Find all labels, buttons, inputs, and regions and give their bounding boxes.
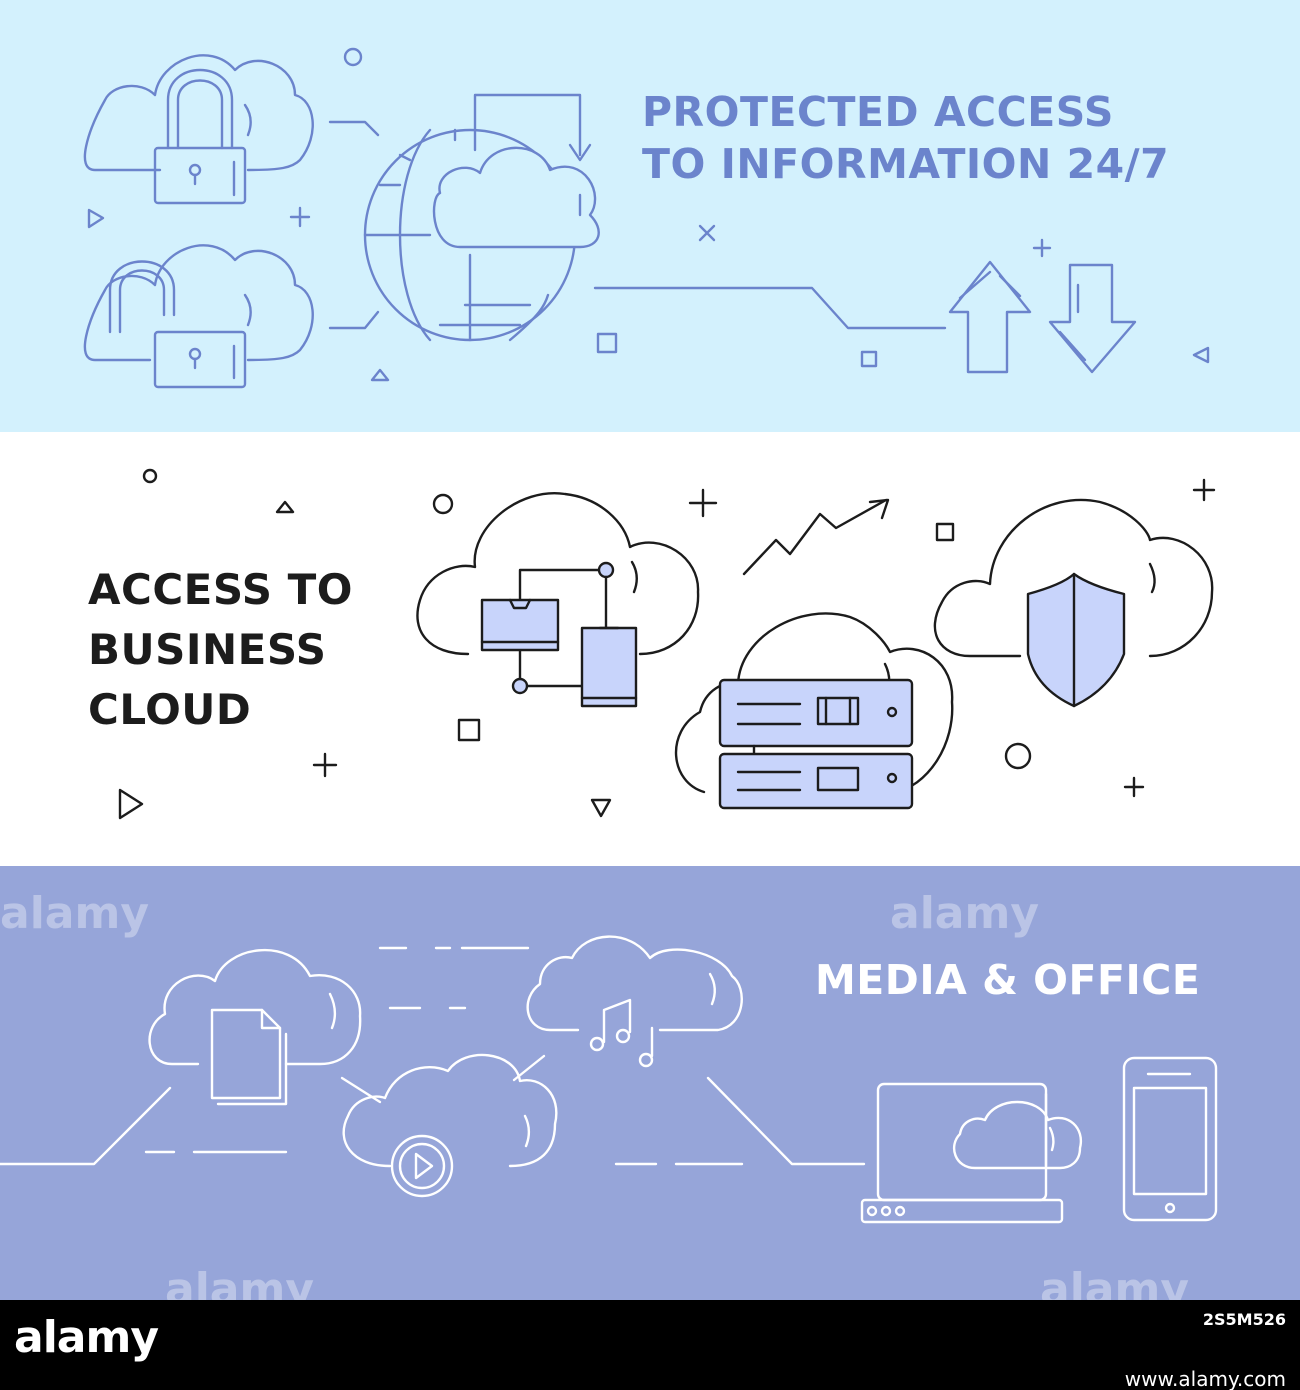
download-arrow-icon <box>1048 263 1137 374</box>
watermark: alamy <box>890 888 1039 939</box>
headline-line: BUSINESS <box>88 625 327 674</box>
banner-media-office-illustration <box>0 935 1218 1224</box>
unlocked-cloud-icon <box>83 244 314 389</box>
cloud-network-icon <box>416 492 700 708</box>
headline-line: MEDIA & OFFICE <box>815 956 1201 1004</box>
banner-media-office-headline: MEDIA & OFFICE <box>815 954 1200 1006</box>
banner-protected-access-headline: PROTECTED ACCESS TO INFORMATION 24/7 <box>642 86 1169 190</box>
upload-arrow-icon <box>948 260 1032 374</box>
headline-line: ACCESS TO <box>88 565 353 614</box>
smartphone-icon <box>1122 1056 1218 1222</box>
banner-protected-access: PROTECTED ACCESS TO INFORMATION 24/7 <box>0 0 1300 432</box>
headline-line: CLOUD <box>88 685 252 734</box>
laptop-icon <box>860 1082 1083 1224</box>
site-url: www.alamy.com <box>1124 1367 1286 1390</box>
banner-protected-access-illustration <box>83 47 1210 389</box>
headline-line: PROTECTED ACCESS <box>642 88 1114 136</box>
locked-cloud-icon <box>83 54 314 205</box>
banner-business-cloud-illustration <box>118 468 1216 820</box>
watermark: alamy <box>0 888 149 939</box>
document-cloud-icon <box>148 948 382 1106</box>
video-cloud-icon <box>342 1053 558 1198</box>
banner-business-cloud: ACCESS TO BUSINESS CLOUD <box>0 432 1300 866</box>
stock-footer <box>0 1300 1300 1390</box>
alamy-logo: alamy <box>14 1312 159 1363</box>
stock-meta: 2S5M526 www.alamy.com <box>1125 1310 1286 1390</box>
shield-cloud-icon <box>933 498 1214 708</box>
growth-chart-icon <box>742 498 890 576</box>
headline-line: TO INFORMATION 24/7 <box>642 140 1170 188</box>
globe-cloud-icon <box>363 93 600 342</box>
server-cloud-icon <box>674 612 954 810</box>
image-id: 2S5M526 <box>1202 1310 1286 1329</box>
banner-business-cloud-headline: ACCESS TO BUSINESS CLOUD <box>88 560 353 740</box>
banner-media-office: MEDIA & OFFICE <box>0 866 1300 1300</box>
music-cloud-icon <box>512 935 866 1166</box>
